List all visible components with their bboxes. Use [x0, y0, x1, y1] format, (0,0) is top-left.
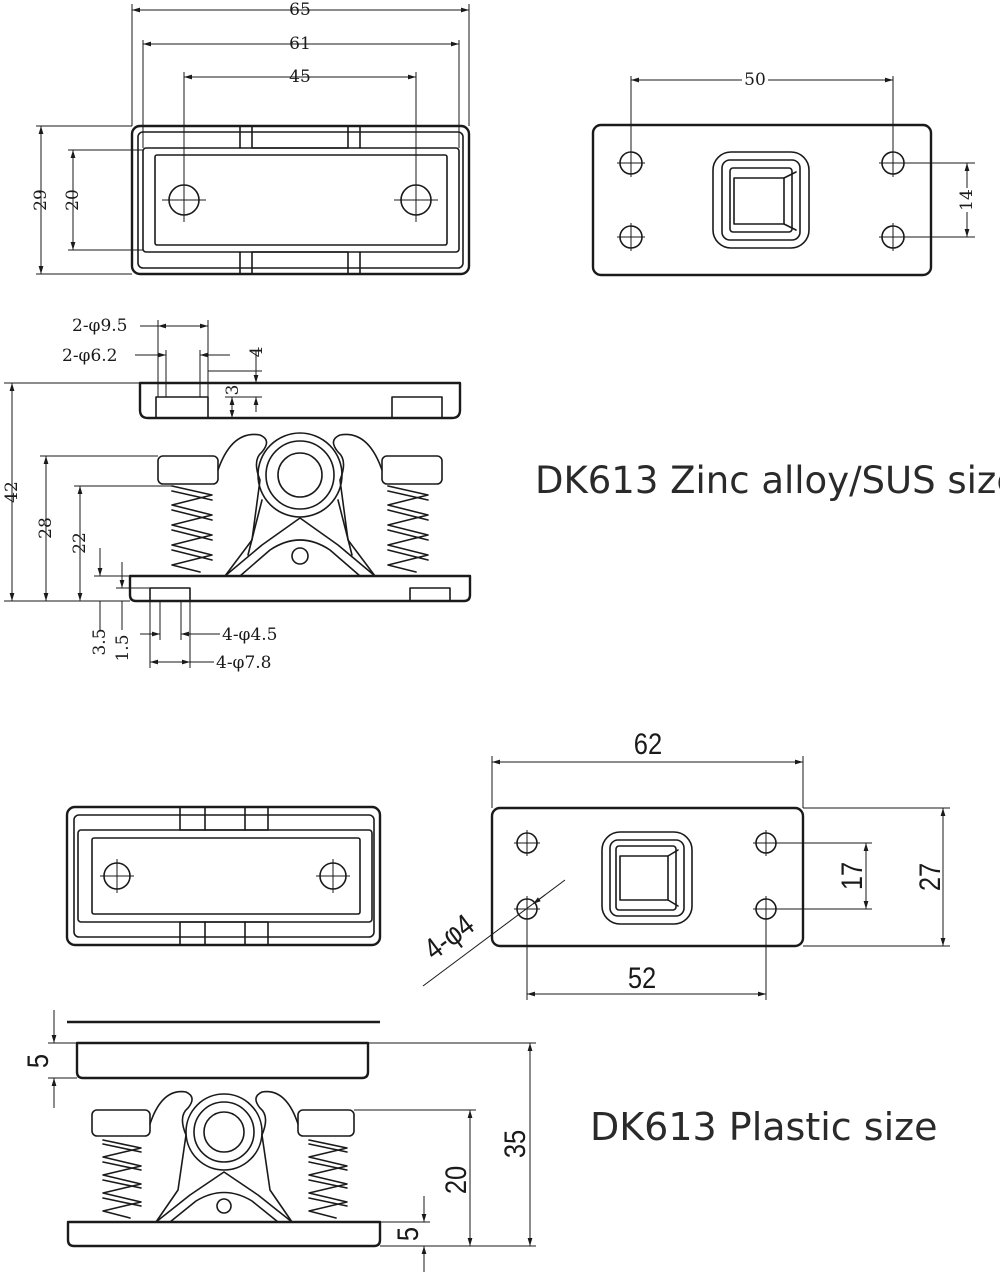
dim-29: 29: [31, 189, 51, 211]
dim-2-phi-6-2: 2-φ6.2: [62, 346, 118, 366]
dim-28: 28: [36, 517, 56, 539]
dim-5-top: 5: [21, 1054, 54, 1068]
dim-17: 17: [835, 862, 868, 890]
zinc-side-dimensions: 42 28 22 3.5 1.5 4-φ4.5 4-φ7.8 2-φ9.5: [2, 316, 278, 673]
dim-65: 65: [289, 0, 311, 20]
dim-35: 35: [498, 1130, 531, 1158]
dim-61: 61: [289, 34, 311, 54]
plastic-caption: DK613 Plastic size: [590, 1105, 937, 1149]
plastic-side-dimensions: 5 35 20 5: [21, 1010, 536, 1272]
zinc-top-dimensions: 65 61 45 29 20: [31, 0, 470, 275]
dim-42: 42: [2, 481, 22, 503]
plastic-side-view: [67, 1022, 380, 1248]
zinc-top-view: [130, 124, 471, 276]
dim-2-phi-9-5: 2-φ9.5: [72, 316, 128, 336]
plastic-top-view: [65, 805, 382, 947]
dim-4-phi-7-8: 4-φ7.8: [216, 653, 272, 673]
zinc-side-view: [128, 381, 472, 603]
dim-27: 27: [913, 863, 946, 891]
dim-52: 52: [628, 961, 656, 994]
dim-50: 50: [744, 70, 766, 90]
dim-14: 14: [957, 189, 977, 211]
dim-20: 20: [63, 189, 83, 211]
dim-22: 22: [70, 532, 90, 554]
plastic-base-plate-view: [490, 806, 805, 948]
zinc-base-plate-dimensions: 50 14: [630, 68, 977, 238]
dim-4-phi-4: 4-φ4: [417, 907, 480, 966]
zinc-caption: DK613 Zinc alloy/SUS size: [535, 459, 1000, 502]
zinc-base-plate-view: [591, 123, 933, 277]
dim-62: 62: [634, 727, 662, 760]
dim-45: 45: [289, 67, 311, 87]
dim-4: 4: [247, 347, 267, 358]
dim-4-phi-4-5: 4-φ4.5: [222, 625, 278, 645]
dim-5-bottom: 5: [391, 1227, 424, 1241]
dim-3: 3: [223, 385, 243, 396]
dim-20-plastic: 20: [439, 1166, 472, 1194]
dim-1-5: 1.5: [113, 634, 133, 661]
dim-3-5: 3.5: [90, 628, 110, 655]
